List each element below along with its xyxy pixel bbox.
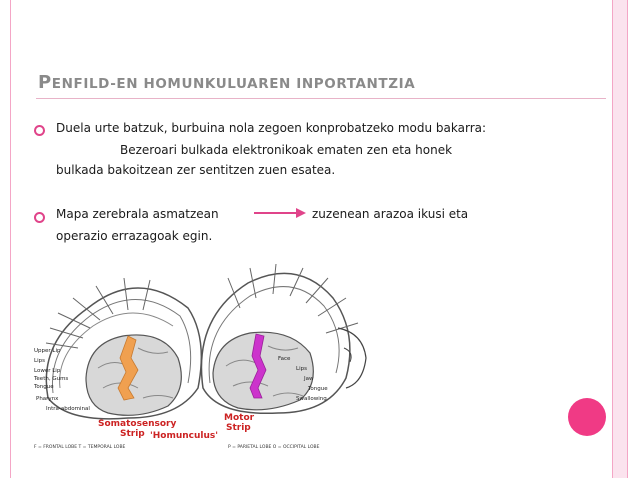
right-decor-band [613, 0, 627, 478]
label-strip-2: Strip [226, 423, 251, 433]
somatosensory-brain: Upper Lip Lips Lower Lip Teeth, Gums Ton… [33, 277, 203, 439]
decorative-circle [568, 398, 606, 436]
right-border-line [612, 0, 613, 478]
left-border-line [10, 0, 11, 478]
title-first-letter: P [38, 72, 52, 93]
homunculus-figure: Upper Lip Lips Lower Lip Teeth, Gums Ton… [33, 263, 367, 450]
bullet-icon [34, 125, 45, 136]
bullet2-before-arrow: Mapa zerebrala asmatzean [56, 207, 219, 221]
arrow-right-icon [254, 208, 306, 218]
label-swallowing: Swallowing [296, 396, 327, 402]
label-face: Face [278, 356, 291, 362]
title-underline [36, 98, 606, 99]
label-motor: Motor [224, 413, 255, 423]
label-tongue-right: Tongue [307, 386, 328, 392]
motor-brain: Face Lips Jaw Tongue Swallowing Motor St… [200, 263, 367, 433]
bullet1-line2: Bezeroari bulkada elektronikoak ematen z… [120, 143, 453, 157]
bullet1-line1: Duela urte batzuk, burbuina nola zegoen … [56, 121, 487, 135]
label-teeth-gums: Teeth, Gums [33, 376, 68, 382]
label-lower-lip: Lower Lip [34, 368, 61, 374]
label-pharynx: Pharynx [36, 396, 59, 402]
bullet1-line3: bulkada bakoitzean zer sentitzen zuen es… [56, 163, 336, 177]
bullet-icon [34, 212, 45, 223]
label-lips: Lips [34, 358, 45, 364]
right-border-line-outer [627, 0, 628, 478]
bullet2-line2: operazio errazagoak egin. [56, 229, 213, 243]
footnote-left: F = FRONTAL LOBE T = TEMPORAL LOBE [34, 444, 126, 450]
label-strip-1: Strip [120, 429, 145, 439]
label-tongue: Tongue [33, 384, 54, 390]
slide-title: PENFILD-EN HOMUNKULUAREN INPORTANTZIA [38, 72, 415, 93]
label-upper-lip: Upper Lip [34, 348, 61, 354]
label-somatosensory: Somatosensory [98, 419, 176, 429]
label-lips-right: Lips [296, 366, 307, 372]
bullet2-after-arrow: zuzenean arazoa ikusi eta [312, 207, 469, 221]
label-intra-abdominal: Intra-abdominal [46, 406, 90, 412]
title-rest: ENFILD-EN HOMUNKULUAREN INPORTANTZIA [51, 76, 416, 92]
label-homunculus: 'Homunculus' [150, 431, 218, 441]
label-jaw: Jaw [303, 376, 314, 382]
footnote-right: P = PARIETAL LOBE O = OCCIPITAL LOBE [228, 444, 320, 450]
